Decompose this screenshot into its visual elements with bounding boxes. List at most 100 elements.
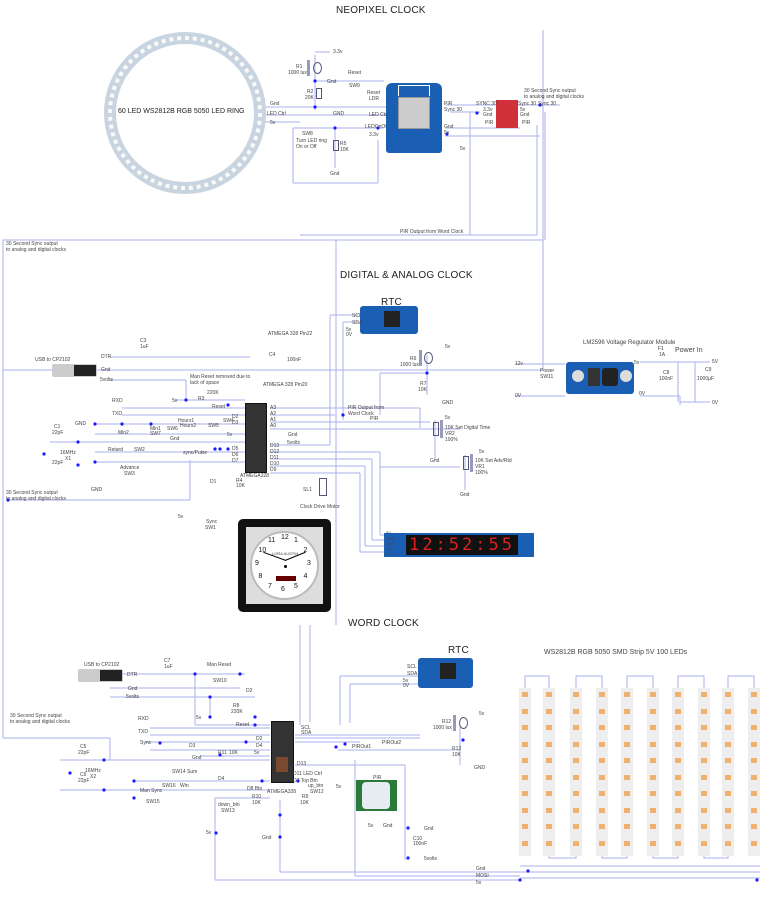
sw11-label: Power: [540, 368, 555, 374]
word-rtc-sda: SDA: [407, 671, 418, 677]
rtc-module-digital: [360, 306, 418, 334]
led-chip: [675, 741, 681, 747]
sync-note-1: 30 Second Sync output: [524, 88, 576, 94]
led-strip-column: [647, 688, 659, 856]
led-chip: [573, 807, 579, 813]
vr1-label: 10K Set Adv/Rtd: [475, 458, 512, 464]
r13-gnd: GND: [474, 765, 486, 771]
r12-label: R12: [442, 719, 452, 725]
c10-5v: 5volts: [424, 856, 438, 862]
c5-value: 22pF: [78, 750, 90, 756]
strip-bottom-link: [548, 856, 577, 859]
title-lm2596: LM2596 Voltage Regulator Module: [583, 340, 676, 346]
led-chip: [573, 708, 579, 714]
led-chip: [522, 824, 528, 829]
led-chip: [675, 840, 681, 846]
c8-label: C8: [663, 370, 670, 376]
sw9-id: SW9: [349, 83, 360, 89]
r5-label: R5: [340, 141, 347, 147]
man-reset-label: Man Reset: [207, 662, 232, 668]
led-chip: [751, 791, 757, 796]
word-sync-note-2: to analog and digital clocks: [10, 719, 71, 725]
pir-note: PIR Output from Word Clock: [400, 229, 464, 235]
label-rxd: RXD: [112, 398, 123, 404]
c5-label: C5: [80, 744, 87, 750]
led-chip: [624, 708, 630, 714]
pin-d6: D6: [232, 452, 239, 458]
led-chip: [522, 807, 528, 813]
ring-pin-5v: 5v: [270, 120, 276, 126]
led-chip: [546, 840, 552, 846]
label-5v: 5v: [172, 398, 178, 404]
label-3v3-b: 3.3v: [369, 132, 379, 138]
led-chip: [701, 758, 707, 763]
led-chip: [624, 758, 630, 763]
vr2-id: VR2: [445, 431, 455, 437]
label-gnd-r5: Gnd: [330, 171, 340, 177]
clock-number: 1: [294, 537, 298, 545]
vr2-5v: 5v: [445, 415, 451, 421]
word-pin-d13: D13: [297, 761, 307, 767]
sw-min2-label: Min2: [118, 430, 129, 436]
led-strip-column: [748, 688, 760, 856]
clock-number: 7: [268, 582, 272, 590]
led-chip: [546, 692, 552, 697]
led-chip: [751, 840, 757, 846]
c4-label: C4: [269, 352, 276, 358]
led-chip: [701, 807, 707, 813]
pir-out2-label: PIROut2: [382, 740, 402, 746]
r12-5v: 5v: [479, 711, 485, 717]
vr1-5v: 5v: [479, 449, 485, 455]
led-chip: [701, 741, 707, 747]
led-chip: [725, 725, 731, 730]
led-chip: [650, 774, 656, 780]
x2-label: X2: [90, 774, 97, 780]
d3-label: D3: [189, 743, 196, 749]
reset-note-1: Man Reset removed due to: [190, 374, 251, 380]
d4-label: D4: [218, 776, 225, 782]
led-chip: [522, 725, 528, 730]
r7-value: 10K: [418, 387, 427, 393]
led-strip-column: [722, 688, 734, 856]
r13-label: R13: [452, 746, 462, 752]
r5-value: 10K: [340, 147, 349, 153]
word-rxd: RXD: [138, 716, 149, 722]
led-chip: [725, 758, 731, 763]
pin-d11: D11: [270, 455, 279, 461]
digital-sync-note-b1: 30 Second Sync output: [6, 490, 58, 496]
ldr-bar: [307, 60, 310, 76]
ls-left-pir: PIR: [485, 120, 494, 126]
r8-value: 220K: [231, 709, 243, 715]
r1-label: R1: [296, 64, 303, 70]
word-sync: Sync: [140, 740, 152, 746]
r10-value: 10K: [252, 800, 261, 806]
seven-segment-display: 12:52:55: [384, 533, 534, 557]
r8-label: R8: [233, 703, 240, 709]
motor-coil-icon: [319, 478, 327, 496]
led-chip: [650, 758, 656, 763]
label-led-onoff: LEDOnOff: [365, 124, 388, 130]
rtc-pin-5v: 5v: [346, 327, 352, 333]
word-usb-gnd: Gnd: [128, 686, 138, 692]
led-chip: [573, 824, 579, 829]
led-chip: [546, 824, 552, 829]
r3-value: 220K: [207, 390, 219, 396]
strip-pin-mosi: MOSI: [476, 873, 489, 879]
power-12v: 12v: [515, 361, 524, 367]
pin-a3: A3: [270, 405, 277, 411]
ls-right-pir: PIR: [522, 120, 531, 126]
led-chip: [650, 824, 656, 829]
vr2-label: 10K Set Digital Time: [445, 425, 491, 431]
led-chip: [624, 774, 630, 780]
led-strip-column: [672, 688, 684, 856]
strip-bottom-link: [652, 856, 679, 859]
led-strip-column: [570, 688, 582, 856]
sw8-desc-1: Turn LED ring: [296, 138, 327, 144]
led-chip: [675, 692, 681, 697]
c2-value: 22pF: [52, 460, 64, 466]
clock-number: 2: [303, 547, 308, 554]
led-chip: [725, 741, 731, 747]
led-chip: [751, 758, 757, 763]
f1-label: F1: [658, 346, 664, 352]
vr2-gnd: Gnd: [430, 458, 440, 464]
